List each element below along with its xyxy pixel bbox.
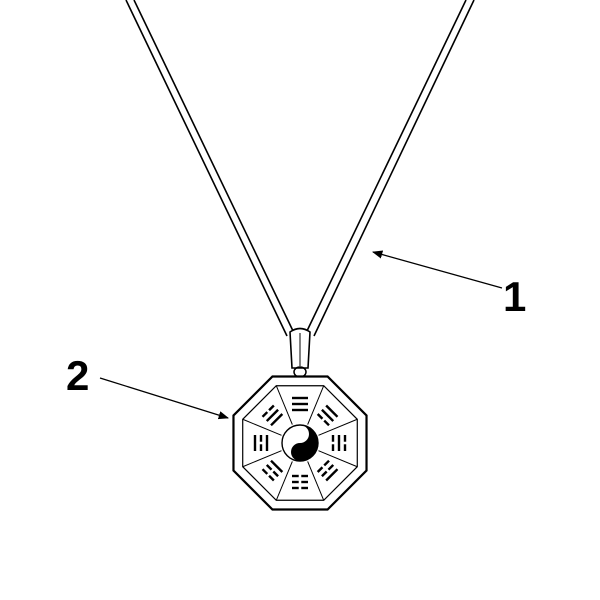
trigram-kan (331, 435, 347, 451)
trigram-dui (261, 404, 284, 427)
callout-1-label: 1 (503, 273, 526, 320)
pendant (232, 375, 368, 511)
pendant-inner-octagon (242, 385, 358, 501)
callout-1: 1 (371, 250, 526, 320)
trigram-li (253, 435, 269, 451)
pendant-divider (307, 385, 325, 425)
callout-1-leader (371, 250, 503, 289)
bail (289, 327, 311, 378)
chain-right-outer (313, 0, 475, 337)
trigram-gen (316, 459, 339, 482)
trigram-zhen (261, 459, 284, 482)
trigram-kun (292, 474, 308, 490)
trigram-xun (316, 404, 339, 427)
yin-yang-icon (281, 424, 319, 462)
chain-left-inner (133, 0, 295, 334)
chain-left-outer (125, 0, 288, 337)
chain (125, 0, 475, 337)
pendant-divider (242, 418, 282, 436)
pendant-divider (318, 418, 358, 436)
pendant-divider (275, 385, 293, 425)
chain-right-inner (305, 0, 467, 334)
callout-2-leader (99, 377, 229, 420)
pendant-divider (318, 450, 358, 468)
pendant-divider (275, 461, 293, 501)
callout-2-label: 2 (66, 352, 89, 399)
trigram-qian (292, 396, 308, 412)
pendant-divider (242, 450, 282, 468)
callout-2: 2 (66, 352, 229, 420)
pendant-divider (307, 461, 325, 501)
